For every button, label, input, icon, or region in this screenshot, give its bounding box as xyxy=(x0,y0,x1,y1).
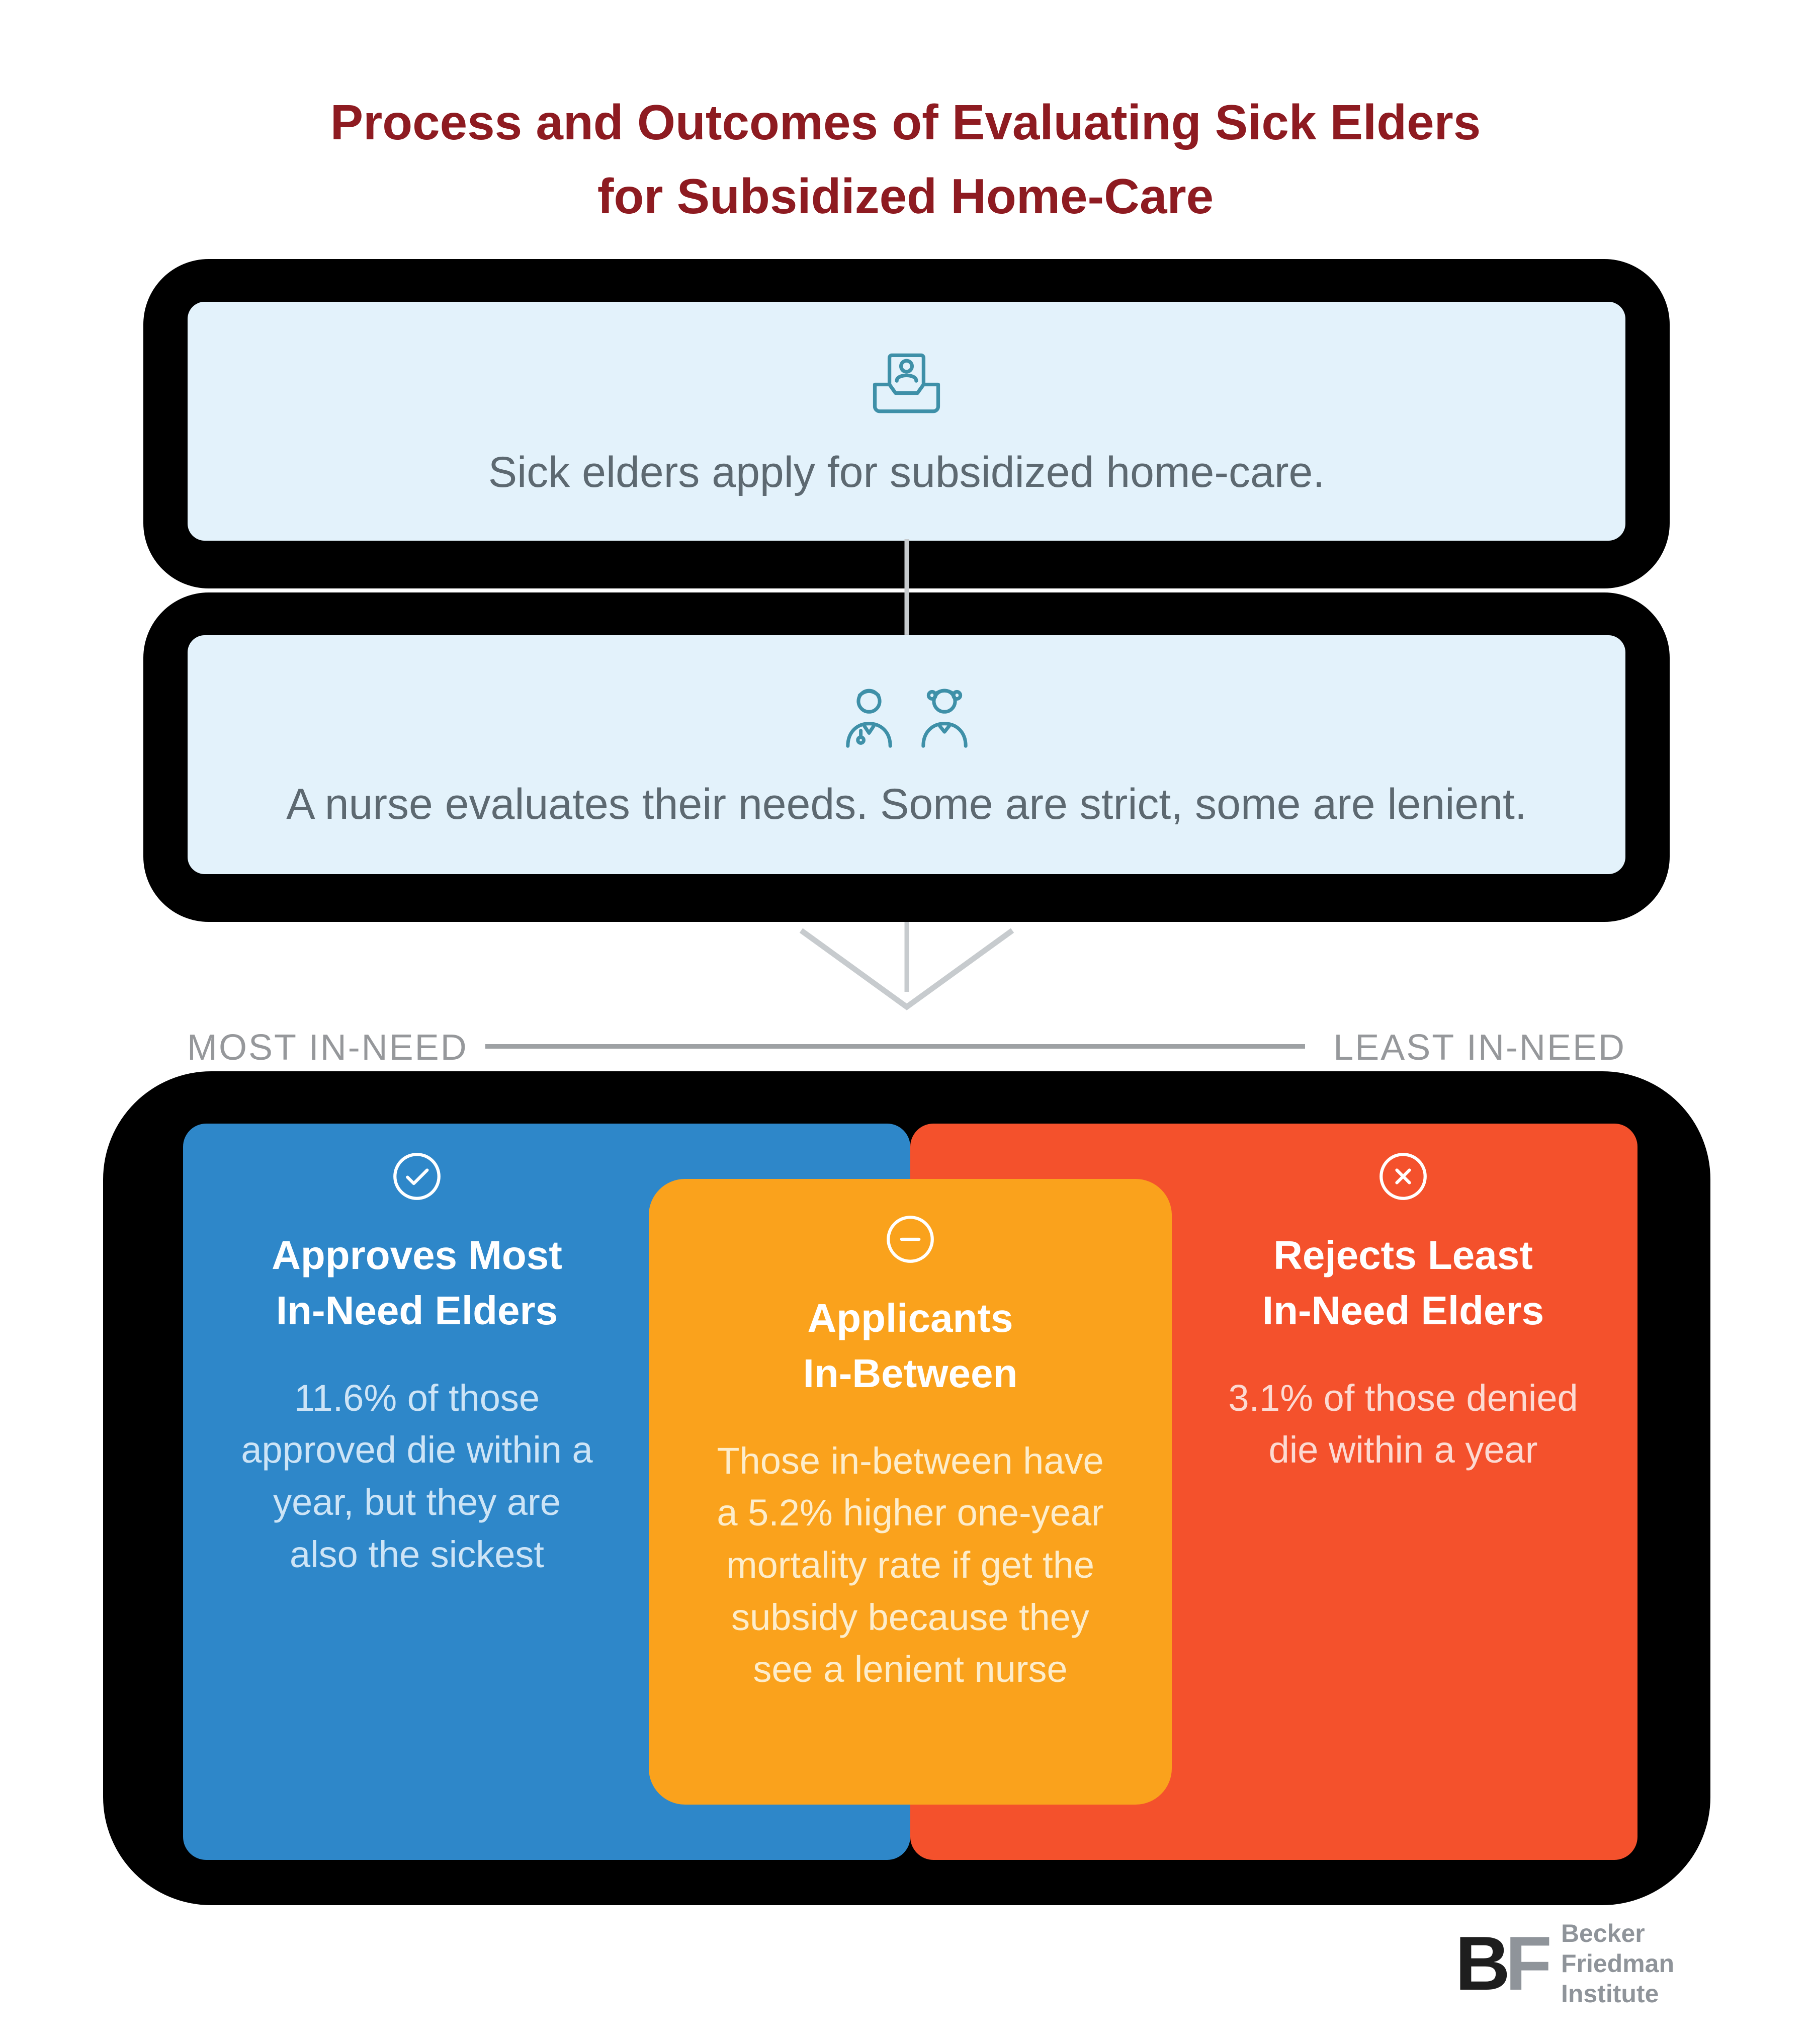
bfi-logo-b: B xyxy=(1455,1921,1510,2006)
minus-circle-icon xyxy=(885,1214,935,1264)
check-circle-icon xyxy=(392,1151,442,1202)
card-in-between-title: Applicants In-Between xyxy=(803,1296,1018,1396)
step-apply-block: Sick elders apply for subsidized home-ca… xyxy=(143,259,1670,588)
scale-line xyxy=(485,1044,1305,1049)
card-rejected-body: 3.1% of those denied die within a year xyxy=(1228,1377,1578,1471)
card-approved-content: Approves Most In-Need Elders 11.6% of th… xyxy=(196,1151,638,1580)
bfi-logo-mark: BF xyxy=(1455,1925,1552,2002)
nurses-icon xyxy=(829,680,985,755)
card-approved-title: Approves Most In-Need Elders xyxy=(272,1233,562,1333)
becker-friedman-institute-logo: BF Becker Friedman Institute xyxy=(1455,1918,1674,2009)
scale-label-most-in-need: MOST IN-NEED xyxy=(187,1028,468,1068)
outcomes-container: Approves Most In-Need Elders 11.6% of th… xyxy=(103,1071,1710,1905)
bfi-logo-text-line-1: Becker xyxy=(1561,1919,1645,1947)
card-in-between: Applicants In-Between Those in-between h… xyxy=(649,1179,1172,1805)
step-apply-text: Sick elders apply for subsidized home-ca… xyxy=(488,448,1325,496)
step-evaluate-block: A nurse evaluates their needs. Some are … xyxy=(143,592,1670,922)
scale-label-least-in-need: LEAST IN-NEED xyxy=(1333,1028,1626,1068)
step-evaluate-text: A nurse evaluates their needs. Some are … xyxy=(286,780,1527,828)
page-title: Process and Outcomes of Evaluating Sick … xyxy=(0,86,1811,233)
card-rejected-title: Rejects Least In-Need Elders xyxy=(1262,1233,1544,1333)
step-apply-panel: Sick elders apply for subsidized home-ca… xyxy=(188,302,1625,541)
bfi-logo-text-line-2: Friedman xyxy=(1561,1949,1674,1978)
bfi-logo-text: Becker Friedman Institute xyxy=(1561,1918,1674,2009)
step-evaluate-panel: A nurse evaluates their needs. Some are … xyxy=(188,635,1625,874)
x-circle-icon xyxy=(1378,1151,1428,1202)
card-rejected-content: Rejects Least In-Need Elders 3.1% of tho… xyxy=(1182,1151,1624,1476)
bfi-logo-f: F xyxy=(1505,1921,1552,2006)
card-in-between-body: Those in-between have a 5.2% higher one-… xyxy=(717,1439,1104,1690)
page-title-line-1: Process and Outcomes of Evaluating Sick … xyxy=(330,95,1481,150)
application-inbox-icon xyxy=(868,346,945,423)
card-in-between-content: Applicants In-Between Those in-between h… xyxy=(669,1214,1152,1695)
card-approved-body: 11.6% of those approved die within a yea… xyxy=(241,1377,593,1575)
page-title-line-2: for Subsidized Home-Care xyxy=(597,168,1214,224)
bfi-logo-text-line-3: Institute xyxy=(1561,1980,1659,2008)
